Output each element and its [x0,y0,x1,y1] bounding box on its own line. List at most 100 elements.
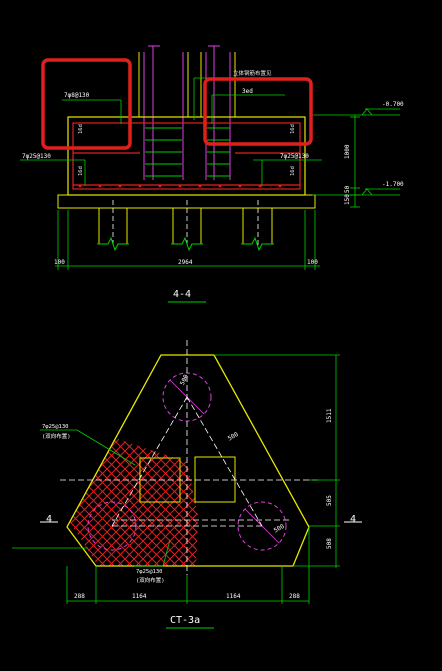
dim-bottom-2: 1164 [132,593,147,600]
hatch-line [70,438,103,566]
section-title: 4-4 [173,289,191,300]
side-tag-right-bottom: 16d [290,166,296,176]
cap-rebar-dots [78,184,282,188]
plan-leaders [40,429,171,567]
dim-500-pile: 500 [273,523,286,535]
dim-left: 100 [54,259,65,266]
hatch-line [0,420,30,590]
hatch-line [70,438,130,566]
callout-top-sub: (双向布置) [42,432,71,440]
hatch-line [0,420,30,590]
hatch-line [211,420,381,590]
hatch-line [70,438,166,566]
rebar-label-top-left: 7φ8@130 [64,92,90,99]
hatch-line [192,438,198,566]
section-mark-left: 4 [46,514,52,525]
plan-dims-bottom [66,527,310,604]
hatch-line [0,420,39,590]
column-stirrups [145,127,230,177]
hatch-line [70,438,198,566]
plan-centerlines [60,340,320,575]
elevation-marks [312,108,400,196]
dim-1000: 1000 [344,144,351,159]
callout-top: 7φ25@130 [42,424,69,430]
side-tag-left-top: 16d [78,124,84,134]
dim-total: 2964 [178,259,193,266]
hatch-line [70,438,130,566]
hatch-line [70,438,76,566]
hatch-line [0,420,66,590]
rebar-label-left-lower: 7φ25@130 [22,153,51,160]
hatch-line [0,420,39,590]
plan-dims-right [214,354,340,568]
hatch-line [70,438,148,566]
rebar-hatch [0,420,381,590]
hatch-line [0,420,57,590]
hatch-line [156,438,198,566]
cap-plan-outline [66,354,310,567]
hatch-line [70,438,198,566]
cushion-layer [57,194,316,209]
hatch-line [93,438,198,566]
dim-bottom-1: 288 [74,593,85,600]
hatch-line [138,438,198,566]
section-mark-right: 4 [350,514,356,525]
rebar-label-3ed: 3ed [242,88,253,95]
callout-bottom-sub: (双向布置) [136,576,165,584]
hatch-line [120,438,198,566]
dim-bottom-3: 1164 [226,593,241,600]
plan-title: CT-3a [170,615,200,626]
dim-right-3: 508 [326,538,333,549]
hatch-line [202,420,372,590]
dim-right-2: 505 [326,495,333,506]
rebar-label-right-lower: 7φ25@130 [280,153,309,160]
hatch-line [192,438,198,566]
hatch-line [70,438,103,566]
cap-rebar-cage [72,122,301,190]
hatch-line [174,438,198,566]
dim-150: 150 [344,194,351,205]
piles [98,208,273,244]
dim-bottom-4: 288 [289,593,300,600]
hatch-line [165,438,198,566]
elevation-bottom: -1.700 [382,181,404,188]
side-tag-right-top: 16d [290,124,296,134]
pile-centerlines [112,200,259,248]
pile-cap-outline [67,116,306,196]
hatch-line [70,438,157,566]
hatch-line [70,438,139,566]
dim-50: 50 [344,185,351,193]
pile-break-marks [97,236,274,252]
hatch-line [0,420,48,590]
dims-right [350,115,360,208]
hatch-line [70,438,85,566]
hatch-line [70,438,139,566]
column-outline [138,52,236,117]
section-4-4: 16d 16d 16d 16d [20,45,404,303]
hatch-line [84,438,198,566]
hatch-line [0,420,48,590]
hatch-line [70,438,166,566]
dims-bottom [55,210,320,270]
hatch-line [70,438,157,566]
hatch-line [70,438,148,566]
hatch-line [70,438,85,566]
elevation-top: -0.700 [382,101,404,108]
column-rebar [143,45,231,180]
hatch-line [0,420,57,590]
dim-500-mid: 500 [227,431,240,443]
callout-bottom: 7φ25@130 [136,569,163,575]
hatch-line [174,438,198,566]
dim-right-1: 1511 [326,408,333,423]
side-tag-left-bottom: 16d [78,166,84,176]
hatch-line [0,420,66,590]
hatch-line [70,438,175,566]
hatch-line [75,438,198,566]
hatch-line [129,438,198,566]
highlight-box-left [41,58,132,150]
pile-dia-label-top: 500 [179,373,190,386]
plan-ct-3a: 4 4 7φ25@130 (双向布置) 7φ25@130 (双向布置) 500 … [0,340,381,629]
note-top: 立体钢筋布置见 [233,69,272,77]
dim-right: 100 [307,259,318,266]
